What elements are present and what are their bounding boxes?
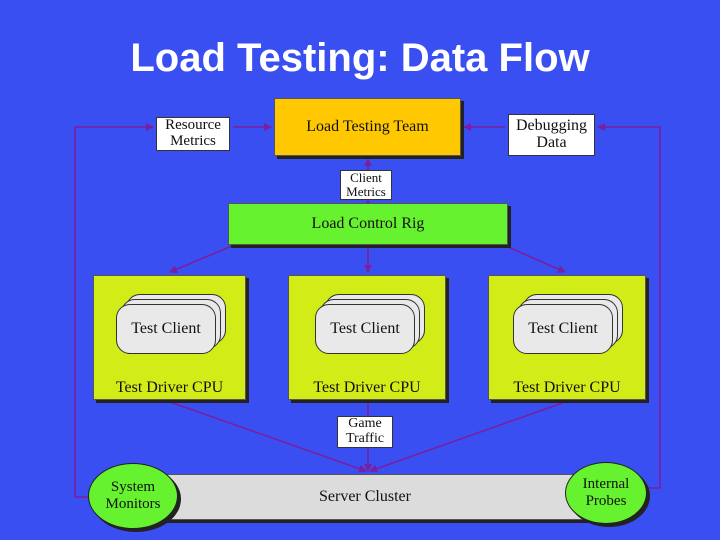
test-client-left: Test Client <box>116 304 216 354</box>
system-monitors-ellipse: System Monitors <box>88 463 178 529</box>
game-traffic-label: Game Traffic <box>337 416 393 448</box>
arrow-rig-driver-right <box>483 233 566 273</box>
arrow-monitors-to-resource <box>74 123 154 498</box>
driver-label-left: Test Driver CPU <box>115 379 224 396</box>
test-client-center: Test Client <box>315 304 415 354</box>
driver-label-center: Test Driver CPU <box>313 379 421 396</box>
arrow-rig-driver-left <box>169 233 255 273</box>
client-metrics-label: Client Metrics <box>340 170 392 200</box>
debugging-data-label: Debugging Data <box>508 114 595 156</box>
test-driver-left: Test Client Test Driver CPU <box>93 275 246 400</box>
resource-metrics-label: Resource Metrics <box>156 117 230 151</box>
server-cluster-box: Server Cluster <box>115 474 615 520</box>
load-control-rig-box: Load Control Rig <box>228 203 508 245</box>
arrow-driver-left-to-traffic <box>169 401 367 473</box>
arrow-probes-to-debug <box>597 123 661 489</box>
test-driver-center: Test Client Test Driver CPU <box>288 275 446 400</box>
driver-label-right: Test Driver CPU <box>513 379 621 396</box>
arrow-driver-right-to-traffic <box>369 401 566 473</box>
load-testing-team-box: Load Testing Team <box>274 98 461 156</box>
internal-probes-ellipse: Internal Probes <box>565 462 647 524</box>
slide-title: Load Testing: Data Flow <box>130 36 590 80</box>
test-client-right: Test Client <box>513 304 613 354</box>
test-driver-right: Test Client Test Driver CPU <box>488 275 646 400</box>
